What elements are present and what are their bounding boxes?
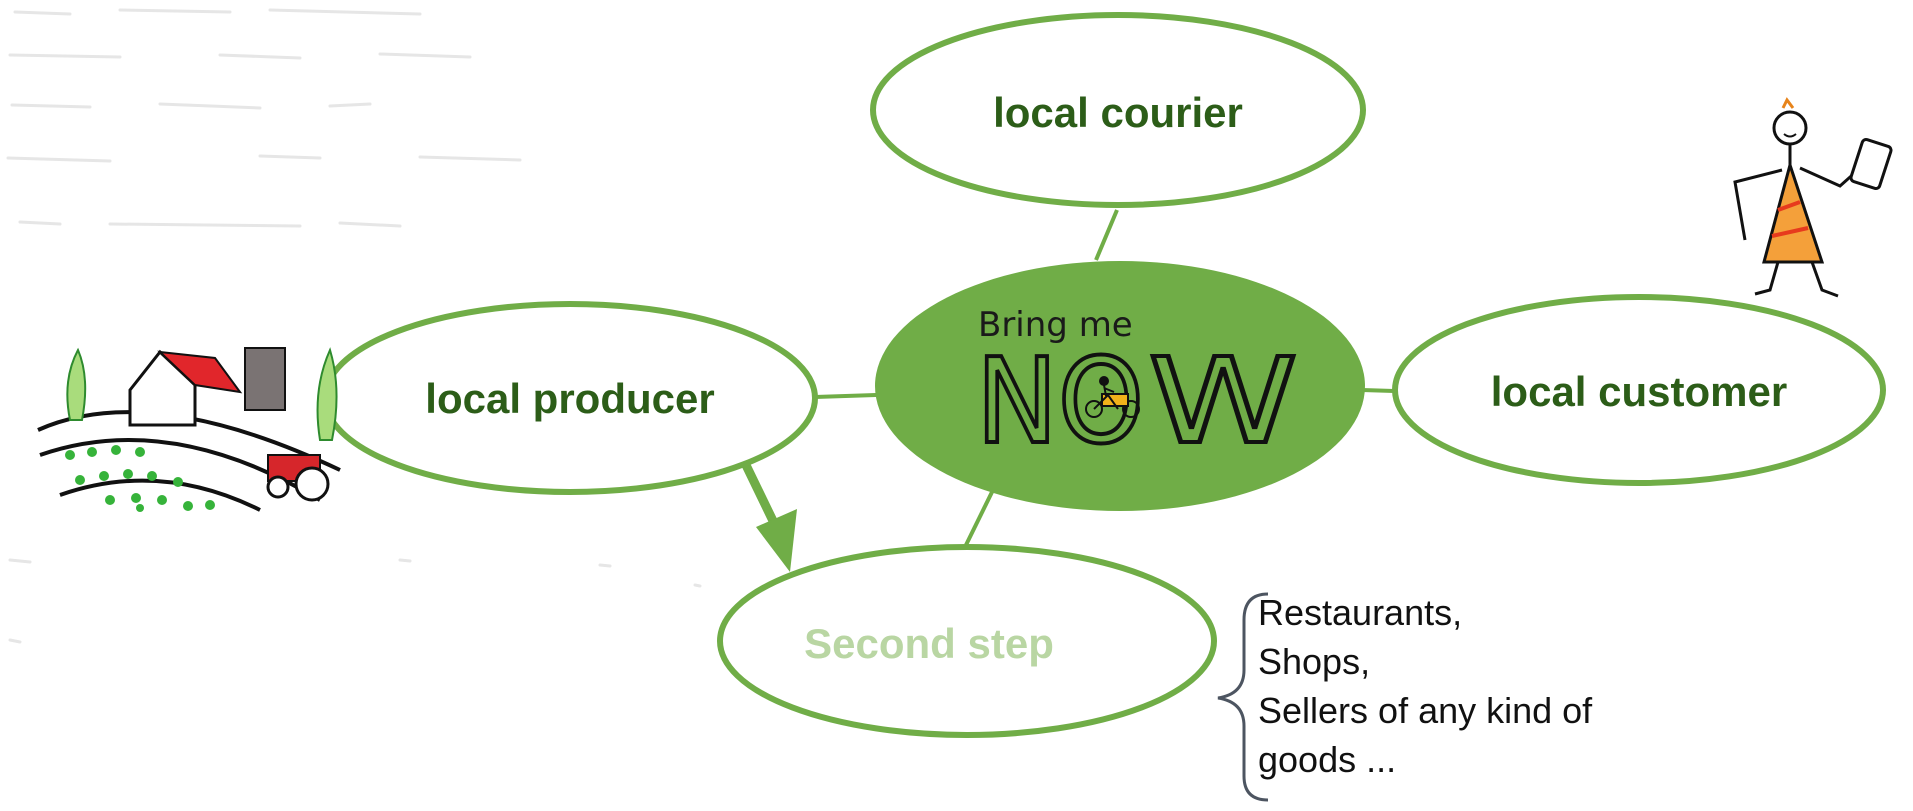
farm-illustration xyxy=(37,347,341,512)
second-step-label: Second step xyxy=(804,620,1054,667)
list-item: goods ... xyxy=(1258,739,1397,780)
connector-center-customer xyxy=(1361,388,1395,393)
second-step-ellipse[interactable] xyxy=(717,544,1217,738)
connector-center-courier xyxy=(1094,209,1119,261)
cargo-bike-icon xyxy=(1085,376,1140,418)
list-item: Restaurants, xyxy=(1258,592,1463,633)
connector-lines xyxy=(814,209,1395,546)
bring-me-now-logo: Bring me NO W xyxy=(974,305,1300,472)
local-producer-label: local producer xyxy=(425,375,714,422)
logo-small-text: Bring me xyxy=(978,305,1133,345)
local-courier-label: local courier xyxy=(993,89,1243,136)
connector-center-producer xyxy=(814,393,877,399)
local-customer-ellipse[interactable] xyxy=(1392,294,1886,486)
second-step-examples-list: Restaurants, Shops, Sellers of any kind … xyxy=(1258,588,1592,784)
second-step-list-brace xyxy=(1217,592,1269,802)
list-item: Shops, xyxy=(1258,641,1371,682)
bring-me-now-center-ellipse[interactable] xyxy=(875,261,1365,511)
stick-figure-customer-with-phone xyxy=(1733,97,1893,298)
local-courier-ellipse[interactable] xyxy=(870,12,1366,208)
arrow-producer-to-second-step xyxy=(740,461,797,572)
list-item: Sellers of any kind of xyxy=(1258,690,1593,731)
faded-background-scribbles xyxy=(6,8,702,644)
connector-center-second-step xyxy=(964,489,995,546)
local-customer-label: local customer xyxy=(1491,368,1787,415)
logo-big-text-right: W xyxy=(1148,332,1298,470)
